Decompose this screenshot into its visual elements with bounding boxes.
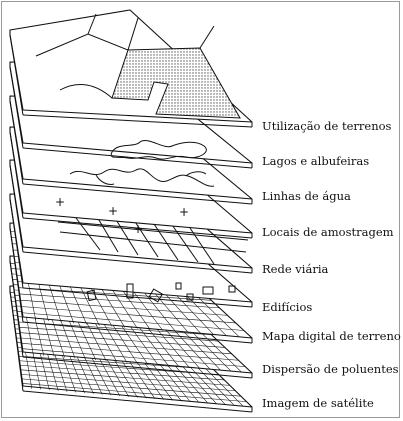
svg-text:+: + [179, 205, 189, 219]
label-land-use: Utilização de terrenos [262, 119, 392, 133]
label-lakes: Lagos e albufeiras [262, 154, 369, 168]
label-roads: Rede viária [262, 262, 328, 276]
svg-text:+: + [55, 195, 65, 209]
label-sampling: Locais de amostragem [262, 225, 394, 239]
layer-labels: Utilização de terrenos Lagos e albufeira… [262, 119, 401, 410]
label-satellite: Imagem de satélite [262, 396, 374, 410]
svg-text:+: + [133, 222, 143, 236]
svg-text:+: + [108, 204, 118, 218]
label-water-lines: Linhas de água [262, 189, 351, 203]
label-buildings: Edifícios [262, 300, 312, 314]
label-dtm: Mapa digital de terreno [262, 329, 401, 343]
label-pollutants: Dispersão de poluentes [262, 362, 399, 376]
layer-land-use [9, 9, 253, 128]
